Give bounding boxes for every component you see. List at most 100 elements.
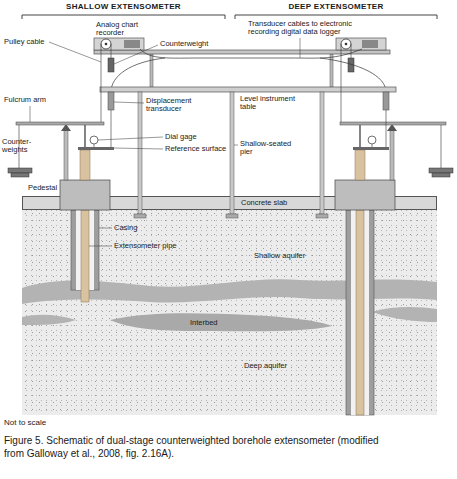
reference-plate	[353, 147, 389, 150]
part-label: Pedestal	[28, 184, 57, 192]
interbed-lens	[110, 313, 332, 331]
pedestal	[335, 180, 395, 210]
weight-hanger	[19, 125, 20, 168]
transducer-cable	[320, 58, 386, 92]
part-label: Analog chart recorder	[96, 21, 148, 38]
pier-leg	[230, 92, 234, 214]
recorder-housing	[94, 38, 144, 50]
part-label: Fulcrum arm	[4, 96, 46, 104]
leader-line	[114, 102, 144, 103]
extensometer-pipe	[81, 210, 89, 302]
extensometer-rod	[84, 124, 85, 147]
dial-stem	[94, 144, 95, 147]
section-heading: SHALLOW EXTENSOMETER	[22, 3, 225, 11]
region-label: Deep aquifer	[244, 362, 287, 370]
fulcrum-post	[64, 128, 68, 180]
leader-line	[234, 145, 238, 146]
dial-gage	[368, 136, 376, 144]
pipe-top	[80, 150, 90, 180]
region-label: Concrete slab	[241, 199, 287, 207]
header-bracket	[235, 15, 437, 19]
counterweight	[429, 168, 453, 173]
part-label: Pulley cable	[4, 38, 44, 46]
pier-foot	[316, 214, 328, 218]
fulcrum-arm	[16, 122, 104, 125]
frame-post	[330, 54, 333, 87]
chart-drum	[124, 40, 140, 48]
recorder-frame	[94, 50, 390, 54]
frame-post	[150, 54, 153, 87]
counterweight	[108, 58, 114, 72]
part-label: Shallow-seated pier	[240, 140, 300, 157]
pulley-axle	[105, 43, 108, 46]
concrete-slab: Concrete slab	[22, 196, 437, 210]
casing-bore	[76, 210, 94, 290]
counterweight-cable	[351, 44, 352, 58]
dial-stem	[372, 144, 373, 147]
casing-bore	[351, 210, 369, 415]
part-label: Counter-weights	[2, 138, 36, 155]
pier-foot	[134, 214, 146, 218]
part-label: Level instrument table	[240, 95, 302, 112]
part-label: Dial gage	[165, 133, 197, 141]
part-label: Counterweight	[160, 40, 208, 48]
pulley-wheel	[101, 39, 111, 49]
counterweight	[8, 168, 32, 173]
displacement-transducer	[108, 92, 114, 110]
aquifer-ground: Shallow aquiferDeep aquifer	[22, 210, 437, 415]
counterweight	[432, 173, 450, 177]
pier-foot	[226, 214, 238, 218]
interbed-lens	[372, 307, 437, 322]
pulley-wheel	[341, 39, 351, 49]
fulcrum-arm	[340, 122, 446, 125]
casing	[71, 210, 99, 290]
pier-leg	[138, 92, 142, 214]
transducer-probe	[111, 110, 112, 147]
part-label: Transducer cables to electronic recordin…	[248, 20, 378, 37]
transducer-probe	[386, 110, 387, 147]
leader-line	[300, 38, 301, 58]
pier-leg	[320, 92, 324, 214]
leader-line	[114, 45, 158, 64]
recorder-housing	[336, 38, 386, 50]
reference-plate	[78, 147, 114, 150]
pulley-axle	[345, 43, 348, 46]
part-label: Displacement transducer	[146, 97, 201, 114]
extensometer-pipe	[356, 210, 364, 415]
level-table	[100, 87, 396, 92]
leader-line	[30, 106, 31, 122]
fulcrum-post	[390, 128, 394, 180]
leader-line	[49, 42, 101, 62]
chart-drum	[362, 40, 378, 48]
pedestal	[60, 180, 110, 210]
scale-note: Not to scale	[4, 419, 46, 427]
pipe-top	[355, 150, 365, 180]
figure-caption: Figure 5. Schematic of dual-stage counte…	[4, 434, 389, 460]
part-label: Reference surface	[165, 145, 226, 153]
region-label: Shallow aquifer	[254, 252, 305, 260]
fulcrum-pivot	[387, 124, 397, 131]
casing	[346, 210, 374, 415]
transducer-cable	[140, 49, 362, 58]
interbed-lens	[22, 279, 437, 304]
pulley-cable	[341, 44, 342, 122]
interbed-lens	[22, 315, 76, 325]
fulcrum-pivot	[61, 124, 71, 131]
transducer-cable	[111, 58, 165, 92]
header-bracket	[22, 15, 225, 19]
leader-line	[89, 246, 112, 247]
displacement-transducer	[383, 92, 389, 110]
leader-line	[98, 137, 163, 140]
leader-line	[99, 228, 112, 229]
leader-line	[114, 148, 163, 149]
weight-hanger	[441, 125, 442, 168]
pulley-cable	[101, 44, 102, 122]
dial-gage	[90, 136, 98, 144]
counterweight-cable	[111, 44, 112, 58]
extensometer-rod	[359, 124, 360, 147]
counterweight	[348, 58, 354, 72]
section-heading: DEEP EXTENSOMETER	[235, 3, 437, 11]
counterweight	[11, 173, 29, 177]
